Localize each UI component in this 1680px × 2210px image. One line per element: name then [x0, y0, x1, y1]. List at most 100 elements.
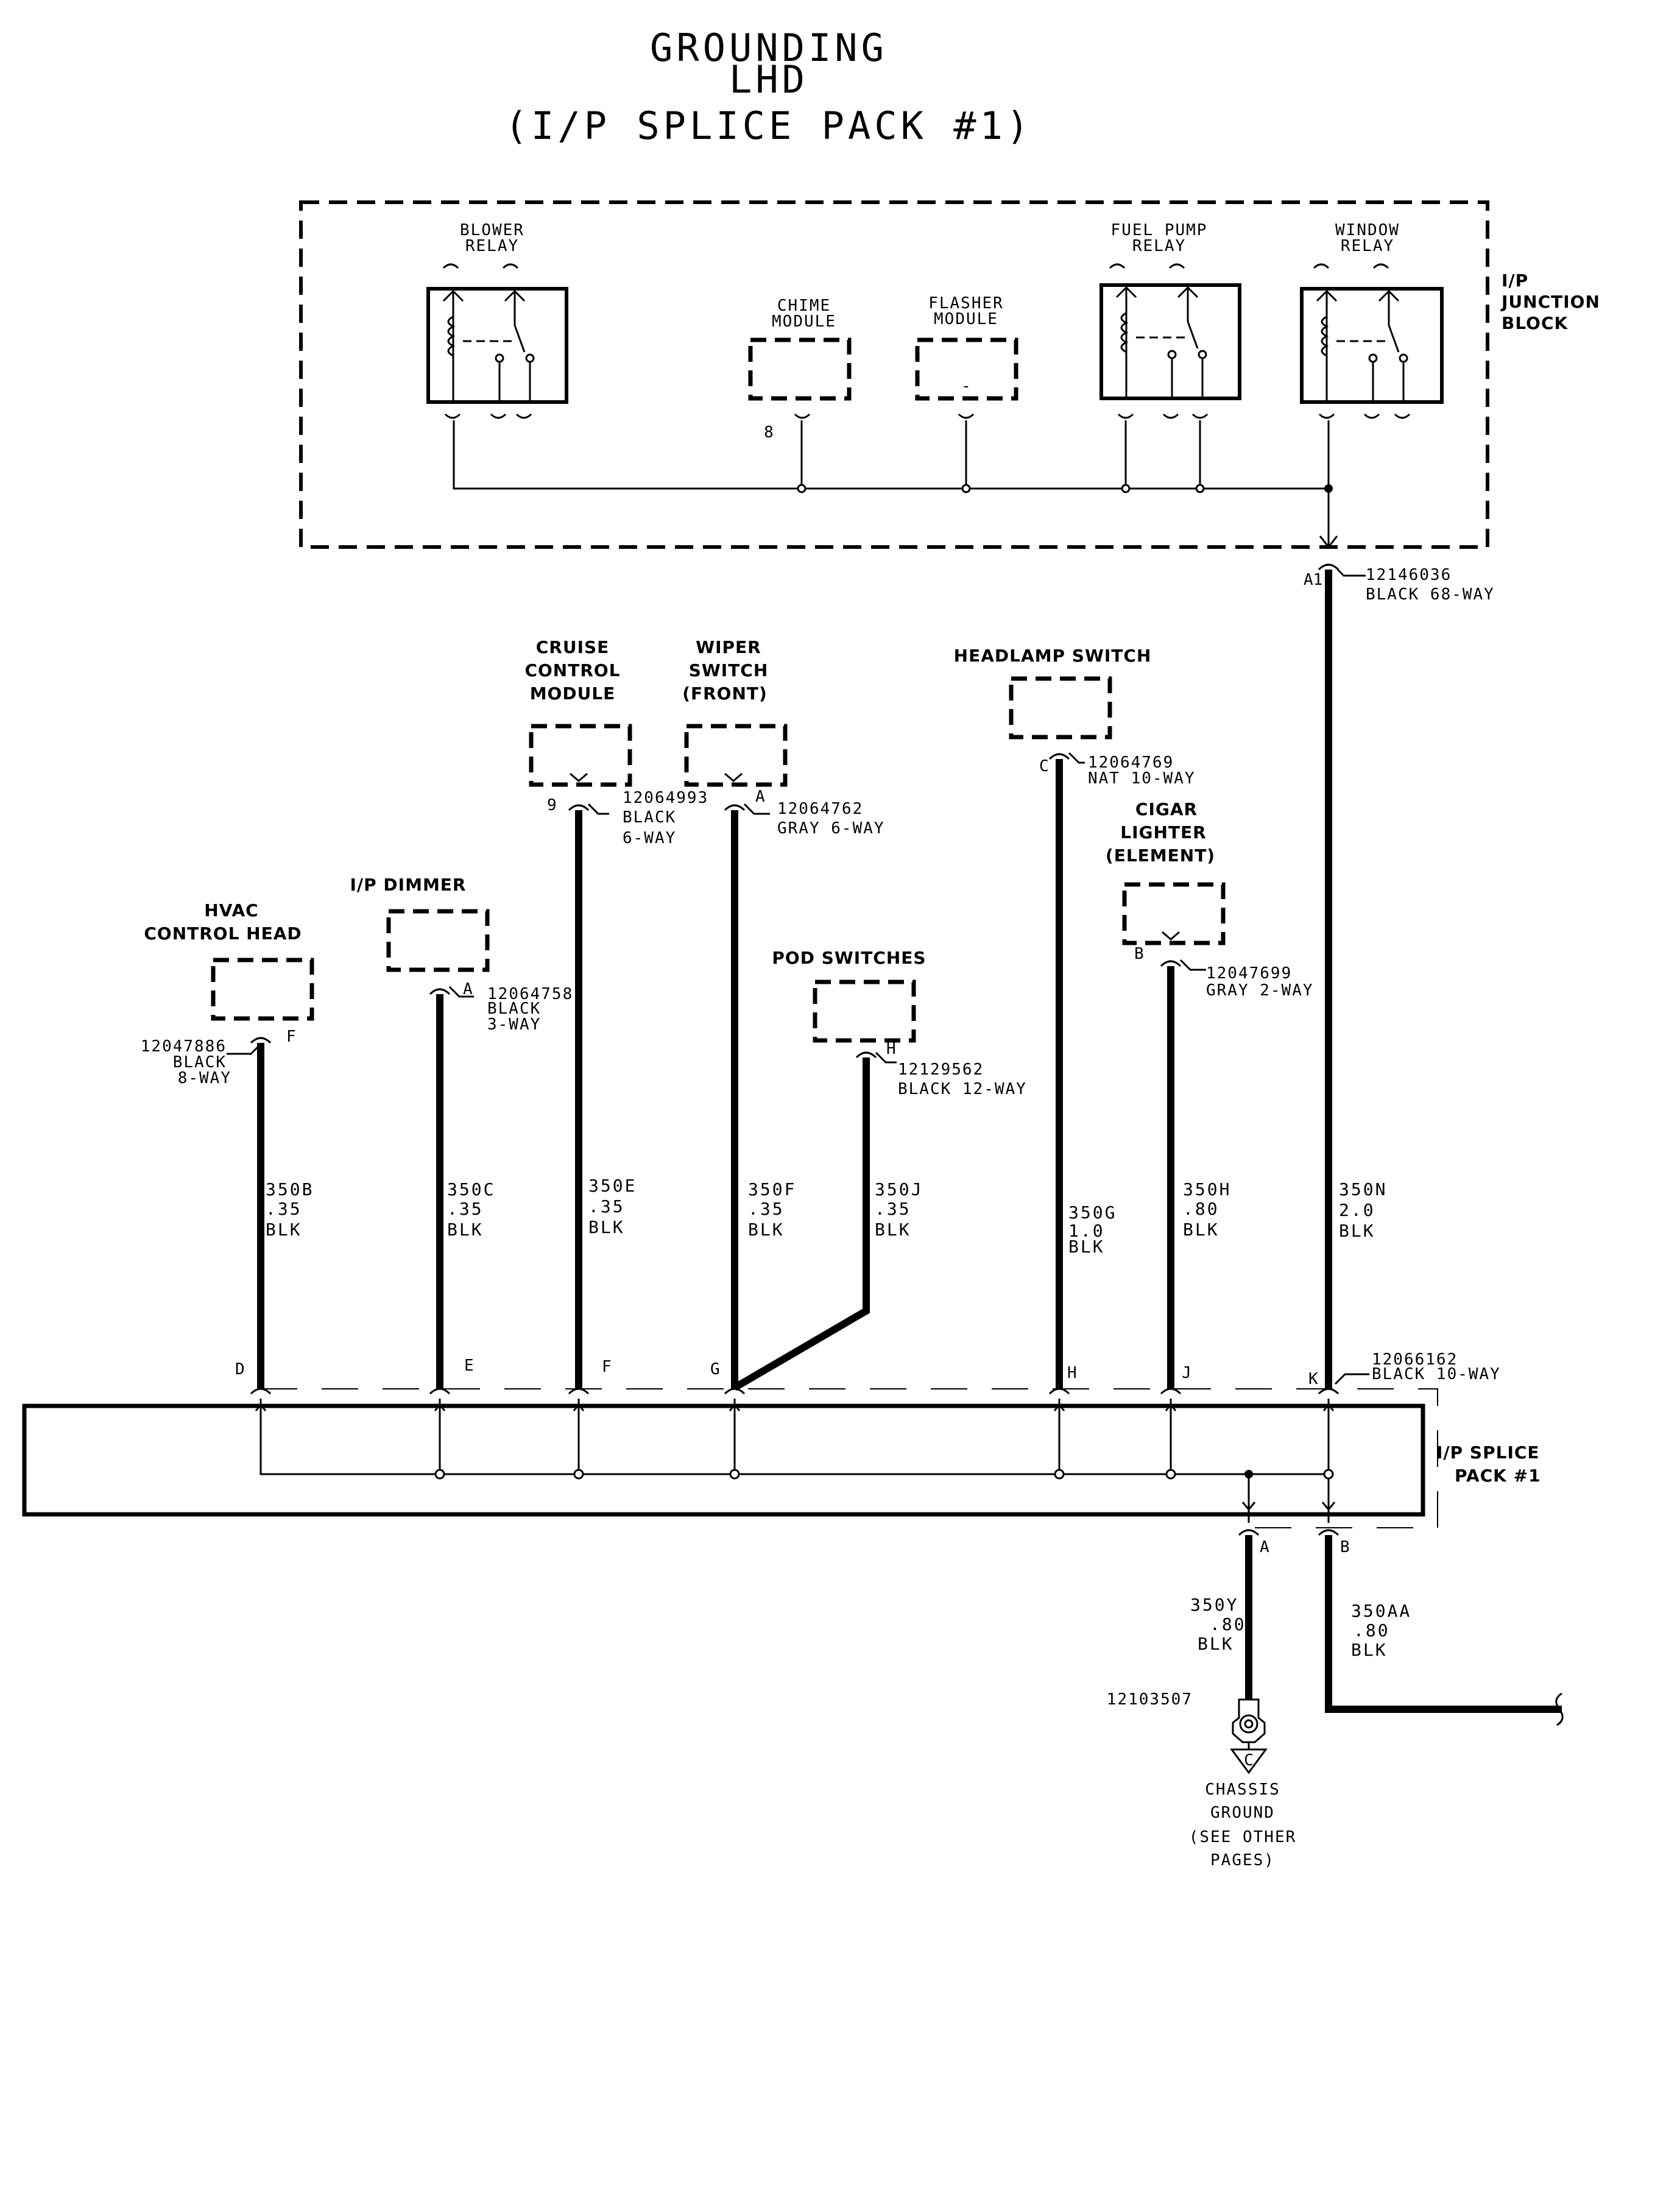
splice-pack-box — [22, 1403, 1425, 1517]
pod-label: POD SWITCHES — [772, 948, 926, 968]
cruise-connector-part: 12064993 — [623, 789, 708, 807]
headlamp-connector-part: 12064769 — [1088, 754, 1174, 772]
hvac-connector-way: 8-WAY — [178, 1069, 231, 1087]
junction-block-frame — [299, 200, 1489, 549]
window-relay-label-1: WINDOW — [1335, 221, 1400, 239]
splice-pin-f: F — [602, 1358, 612, 1376]
flasher-module-box — [915, 337, 1018, 401]
fuel-pump-relay-label-2: RELAY — [1132, 237, 1186, 255]
pod-connector-desc: BLACK 12-WAY — [898, 1080, 1027, 1098]
hvac-connector-part: 12047886 — [141, 1037, 227, 1056]
wire-350b-color: BLK — [266, 1220, 302, 1240]
wire-350j — [732, 1057, 870, 1391]
cruise-label-3: MODULE — [530, 683, 616, 704]
wire-350e-color: BLK — [588, 1217, 625, 1237]
wire-labels: 350B .35 BLK 350C .35 BLK 350E .35 BLK 3… — [266, 1176, 1387, 1257]
ip-dimmer-pin: A — [463, 980, 473, 998]
cigar-connector-part: 12047699 — [1206, 964, 1292, 983]
wire-350h-gauge: .80 — [1183, 1199, 1219, 1219]
wire-350c-color: BLK — [447, 1220, 484, 1240]
hvac-label-2: CONTROL HEAD — [144, 923, 302, 944]
hvac-label-1: HVAC — [204, 900, 258, 920]
chime-module-label-1: CHIME — [777, 297, 831, 315]
ip-dimmer-connector-way: 3-WAY — [487, 1015, 541, 1034]
window-relay-label-2: RELAY — [1341, 237, 1394, 255]
out-pin-a: A — [1260, 1538, 1269, 1556]
wire-350e-id: 350E — [588, 1176, 637, 1196]
window-relay-box — [1300, 287, 1444, 404]
headlamp-pin: C — [1039, 757, 1049, 775]
splice-outputs: A B 350Y .80 BLK 350AA .80 BLK C 1210350… — [1107, 1529, 1564, 1869]
cruise-label-1: CRUISE — [536, 637, 610, 657]
wiper-label-2: SWITCH — [689, 660, 769, 680]
splice-connector-part: 12066162 — [1372, 1350, 1458, 1369]
wire-350g-gauge: 1.0 — [1068, 1221, 1105, 1241]
wire-350j-gauge: .35 — [875, 1199, 911, 1219]
wiper-pin: A — [755, 788, 765, 806]
junction-connector-desc: BLACK 68-WAY — [1366, 585, 1495, 604]
wire-350n-id: 350N — [1339, 1179, 1387, 1199]
ip-dimmer-connector-color: BLACK — [487, 1000, 541, 1018]
fuel-pump-relay-label-1: FUEL PUMP — [1111, 221, 1208, 239]
blower-relay-box — [426, 287, 568, 404]
title-line-3: (I/P SPLICE PACK #1) — [505, 104, 1033, 148]
chime-module: CHIME MODULE 8 — [748, 297, 852, 442]
ground-label-3: (SEE OTHER — [1189, 1828, 1297, 1846]
pod-connector-part: 12129562 — [898, 1061, 984, 1079]
wire-350y-id: 350Y — [1190, 1595, 1238, 1615]
wire-350aa-color: BLK — [1351, 1640, 1388, 1660]
splice-pack-label-1: I/P SPLICE — [1436, 1442, 1540, 1463]
wire-350c-id: 350C — [447, 1179, 495, 1199]
ground-label-4: PAGES) — [1210, 1851, 1275, 1869]
wire-350f-id: 350F — [748, 1179, 796, 1199]
wire-350g-id: 350G — [1068, 1202, 1117, 1223]
wiper-switch-front: WIPER SWITCH (FRONT) A 12064762 GRAY 6-W… — [682, 637, 883, 838]
cigar-pin: B — [1134, 945, 1144, 963]
cigar-connector-desc: GRAY 2-WAY — [1206, 981, 1314, 1000]
flasher-module-label-1: FLASHER — [928, 294, 1004, 312]
out-pin-b: B — [1340, 1538, 1350, 1556]
wiper-label-3: (FRONT) — [682, 683, 768, 704]
chassis-ground-symbol: C — [1230, 1698, 1268, 1774]
window-relay: WINDOW RELAY — [1300, 221, 1444, 419]
splice-pin-g: G — [710, 1360, 720, 1379]
chime-module-label-2: MODULE — [772, 312, 836, 331]
diagram-title: GROUNDING LHD (I/P SPLICE PACK #1) — [505, 26, 1033, 148]
wire-350h-id: 350H — [1183, 1179, 1231, 1199]
cigar-label-3: (ELEMENT) — [1106, 846, 1215, 866]
ip-dimmer-box — [386, 909, 490, 972]
pod-switches: POD SWITCHES H 12129562 BLACK 12-WAY — [772, 948, 1027, 1098]
chime-module-box — [748, 337, 852, 401]
headlamp-box — [1009, 676, 1112, 740]
wire-350n-gauge: 2.0 — [1339, 1200, 1375, 1220]
wire-350f-color: BLK — [748, 1220, 785, 1240]
cigar-box — [1122, 882, 1226, 945]
cruise-box — [529, 724, 632, 787]
title-line-2: LHD — [729, 57, 808, 102]
junction-block-label-3: BLOCK — [1502, 313, 1569, 333]
wire-350aa — [1325, 1535, 1562, 1713]
wiper-box — [684, 724, 788, 787]
cruise-control-module: CRUISE CONTROL MODULE 9 12064993 BLACK 6… — [524, 637, 708, 847]
wire-350y-color: BLK — [1198, 1634, 1234, 1654]
wire-350aa-gauge: .80 — [1354, 1620, 1390, 1640]
cigar-lighter: CIGAR LIGHTER (ELEMENT) B 12047699 GRAY … — [1106, 799, 1314, 1000]
fuel-pump-relay: FUEL PUMP RELAY — [1099, 221, 1241, 419]
ip-dimmer-connector-part: 12064758 — [487, 985, 573, 1003]
hvac-connector-color: BLACK — [173, 1053, 227, 1071]
ip-dimmer-label: I/P DIMMER — [350, 875, 467, 895]
wire-350j-color: BLK — [875, 1220, 911, 1240]
splice-pin-k: K — [1308, 1370, 1318, 1388]
wire-350b-gauge: .35 — [266, 1199, 302, 1219]
splice-connector-desc: BLACK 10-WAY — [1372, 1365, 1501, 1383]
fuel-pump-relay-box — [1099, 283, 1241, 400]
pod-box — [813, 980, 916, 1043]
wire-350g-color: BLK — [1068, 1237, 1105, 1257]
hvac-box — [211, 958, 314, 1021]
ground-symbol-letter: C — [1244, 1751, 1254, 1770]
splice-pin-d: D — [235, 1360, 245, 1379]
wire-350c-gauge: .35 — [447, 1199, 484, 1219]
headlamp-switch: HEADLAMP SWITCH C 12064769 NAT 10-WAY — [954, 646, 1195, 788]
hvac-control-head: HVAC CONTROL HEAD F 12047886 BLACK 8-WAY — [141, 900, 314, 1087]
